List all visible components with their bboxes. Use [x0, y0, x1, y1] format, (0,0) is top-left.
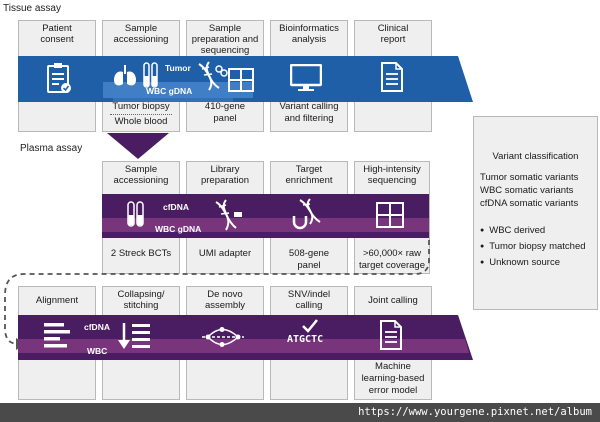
whole-blood-label: Whole blood — [114, 116, 168, 127]
blood-tubes-icon — [126, 201, 146, 229]
step-bottom-text: Machine learning-based error model — [361, 361, 425, 396]
step-title: High-intensity sequencing — [363, 164, 421, 186]
variant-source-label: Unknown source — [489, 257, 560, 268]
step-title: Alignment — [35, 295, 79, 306]
dna-magnet-icon — [290, 198, 324, 232]
tissue-to-plasma-arrow — [107, 133, 169, 164]
variant-source-item: Tumor biopsy matched — [480, 239, 586, 255]
variant-type-item: Tumor somatic variants — [480, 172, 579, 183]
assembly-graph-icon — [200, 322, 246, 352]
step-title: Sample accessioning — [113, 23, 169, 45]
blood-tubes-icon — [142, 62, 160, 90]
variant-source-label: WBC derived — [489, 225, 546, 236]
variant-type-item: WBC somatic variants — [480, 185, 574, 196]
step-title: De novo assembly — [204, 289, 246, 311]
variant-classification-panel: Variant classification Tumor somatic var… — [473, 116, 598, 310]
sequence-text: ATGCTC — [287, 334, 324, 345]
wbc-gdna-flow-label: WBC gDNA — [155, 224, 202, 234]
wbc-gdna-flow-label: WBC gDNA — [146, 86, 193, 96]
variant-source-label: Tumor biopsy matched — [489, 241, 586, 252]
step-title: Joint calling — [368, 295, 418, 306]
dna-scissors-icon — [195, 60, 229, 92]
cfdna-flow-label: cfDNA — [84, 322, 110, 332]
lungs-icon — [112, 64, 138, 88]
cfdna-flow-label: cfDNA — [163, 202, 189, 212]
watermark-bar: https://www.yourgene.pixnet.net/album — [0, 403, 600, 422]
document-icon — [379, 320, 403, 350]
variant-source-item: WBC derived — [480, 223, 586, 239]
watermark-url: https://www.yourgene.pixnet.net/album — [358, 406, 592, 418]
step-title: Patient consent — [40, 23, 74, 45]
checkmark-icon — [302, 319, 318, 333]
variant-type-item: cfDNA somatic variants — [480, 198, 579, 209]
clipboard-check-icon — [45, 62, 73, 94]
step-title: Sample preparation and sequencing — [191, 23, 259, 56]
tumor-biopsy-label: Tumor biopsy — [112, 101, 170, 112]
document-icon — [380, 62, 404, 92]
variant-types-list: Tumor somatic variants WBC somatic varia… — [480, 171, 578, 210]
step-bottom-text: 508-gene panel — [288, 248, 330, 271]
variant-source-list: WBC derived Tumor biopsy matched Unknown… — [480, 223, 586, 271]
step-title: Library preparation — [200, 164, 250, 186]
step-bottom-text: Variant calling and filtering — [279, 101, 339, 124]
sequencer-icon — [376, 202, 404, 228]
sequencer-icon — [228, 68, 254, 92]
dna-ligation-icon — [212, 198, 246, 232]
variant-source-item: Unknown source — [480, 255, 586, 271]
step-bottom-text: 410-gene panel — [204, 101, 246, 124]
analysis-flow-arrow — [18, 315, 473, 360]
step-title: Collapsing/ stitching — [117, 289, 165, 311]
step-title: SNV/indel calling — [287, 289, 331, 311]
label-divider — [110, 114, 172, 115]
tumor-flow-label: Tumor — [165, 63, 191, 73]
alignment-lines-icon — [44, 323, 74, 349]
tissue-assay-label: Tissue assay — [3, 3, 61, 14]
step-title: Bioinformatics analysis — [279, 23, 339, 45]
collapse-arrow-icon — [118, 322, 152, 350]
step-bottom-text: UMI adapter — [198, 248, 252, 259]
wbc-flow-label: WBC — [87, 346, 108, 356]
step-title: Clinical report — [377, 23, 409, 45]
monitor-icon — [290, 64, 322, 92]
step-title: Target enrichment — [285, 164, 333, 186]
plasma-flow-arrow — [102, 194, 429, 238]
step-bottom-text: >60,000× raw target coverage — [358, 248, 425, 271]
plasma-assay-label: Plasma assay — [20, 143, 83, 154]
step-title: Sample accessioning — [113, 164, 169, 186]
step-bottom-text: 2 Streck BCTs — [110, 248, 172, 259]
variant-classification-title: Variant classification — [492, 151, 579, 162]
